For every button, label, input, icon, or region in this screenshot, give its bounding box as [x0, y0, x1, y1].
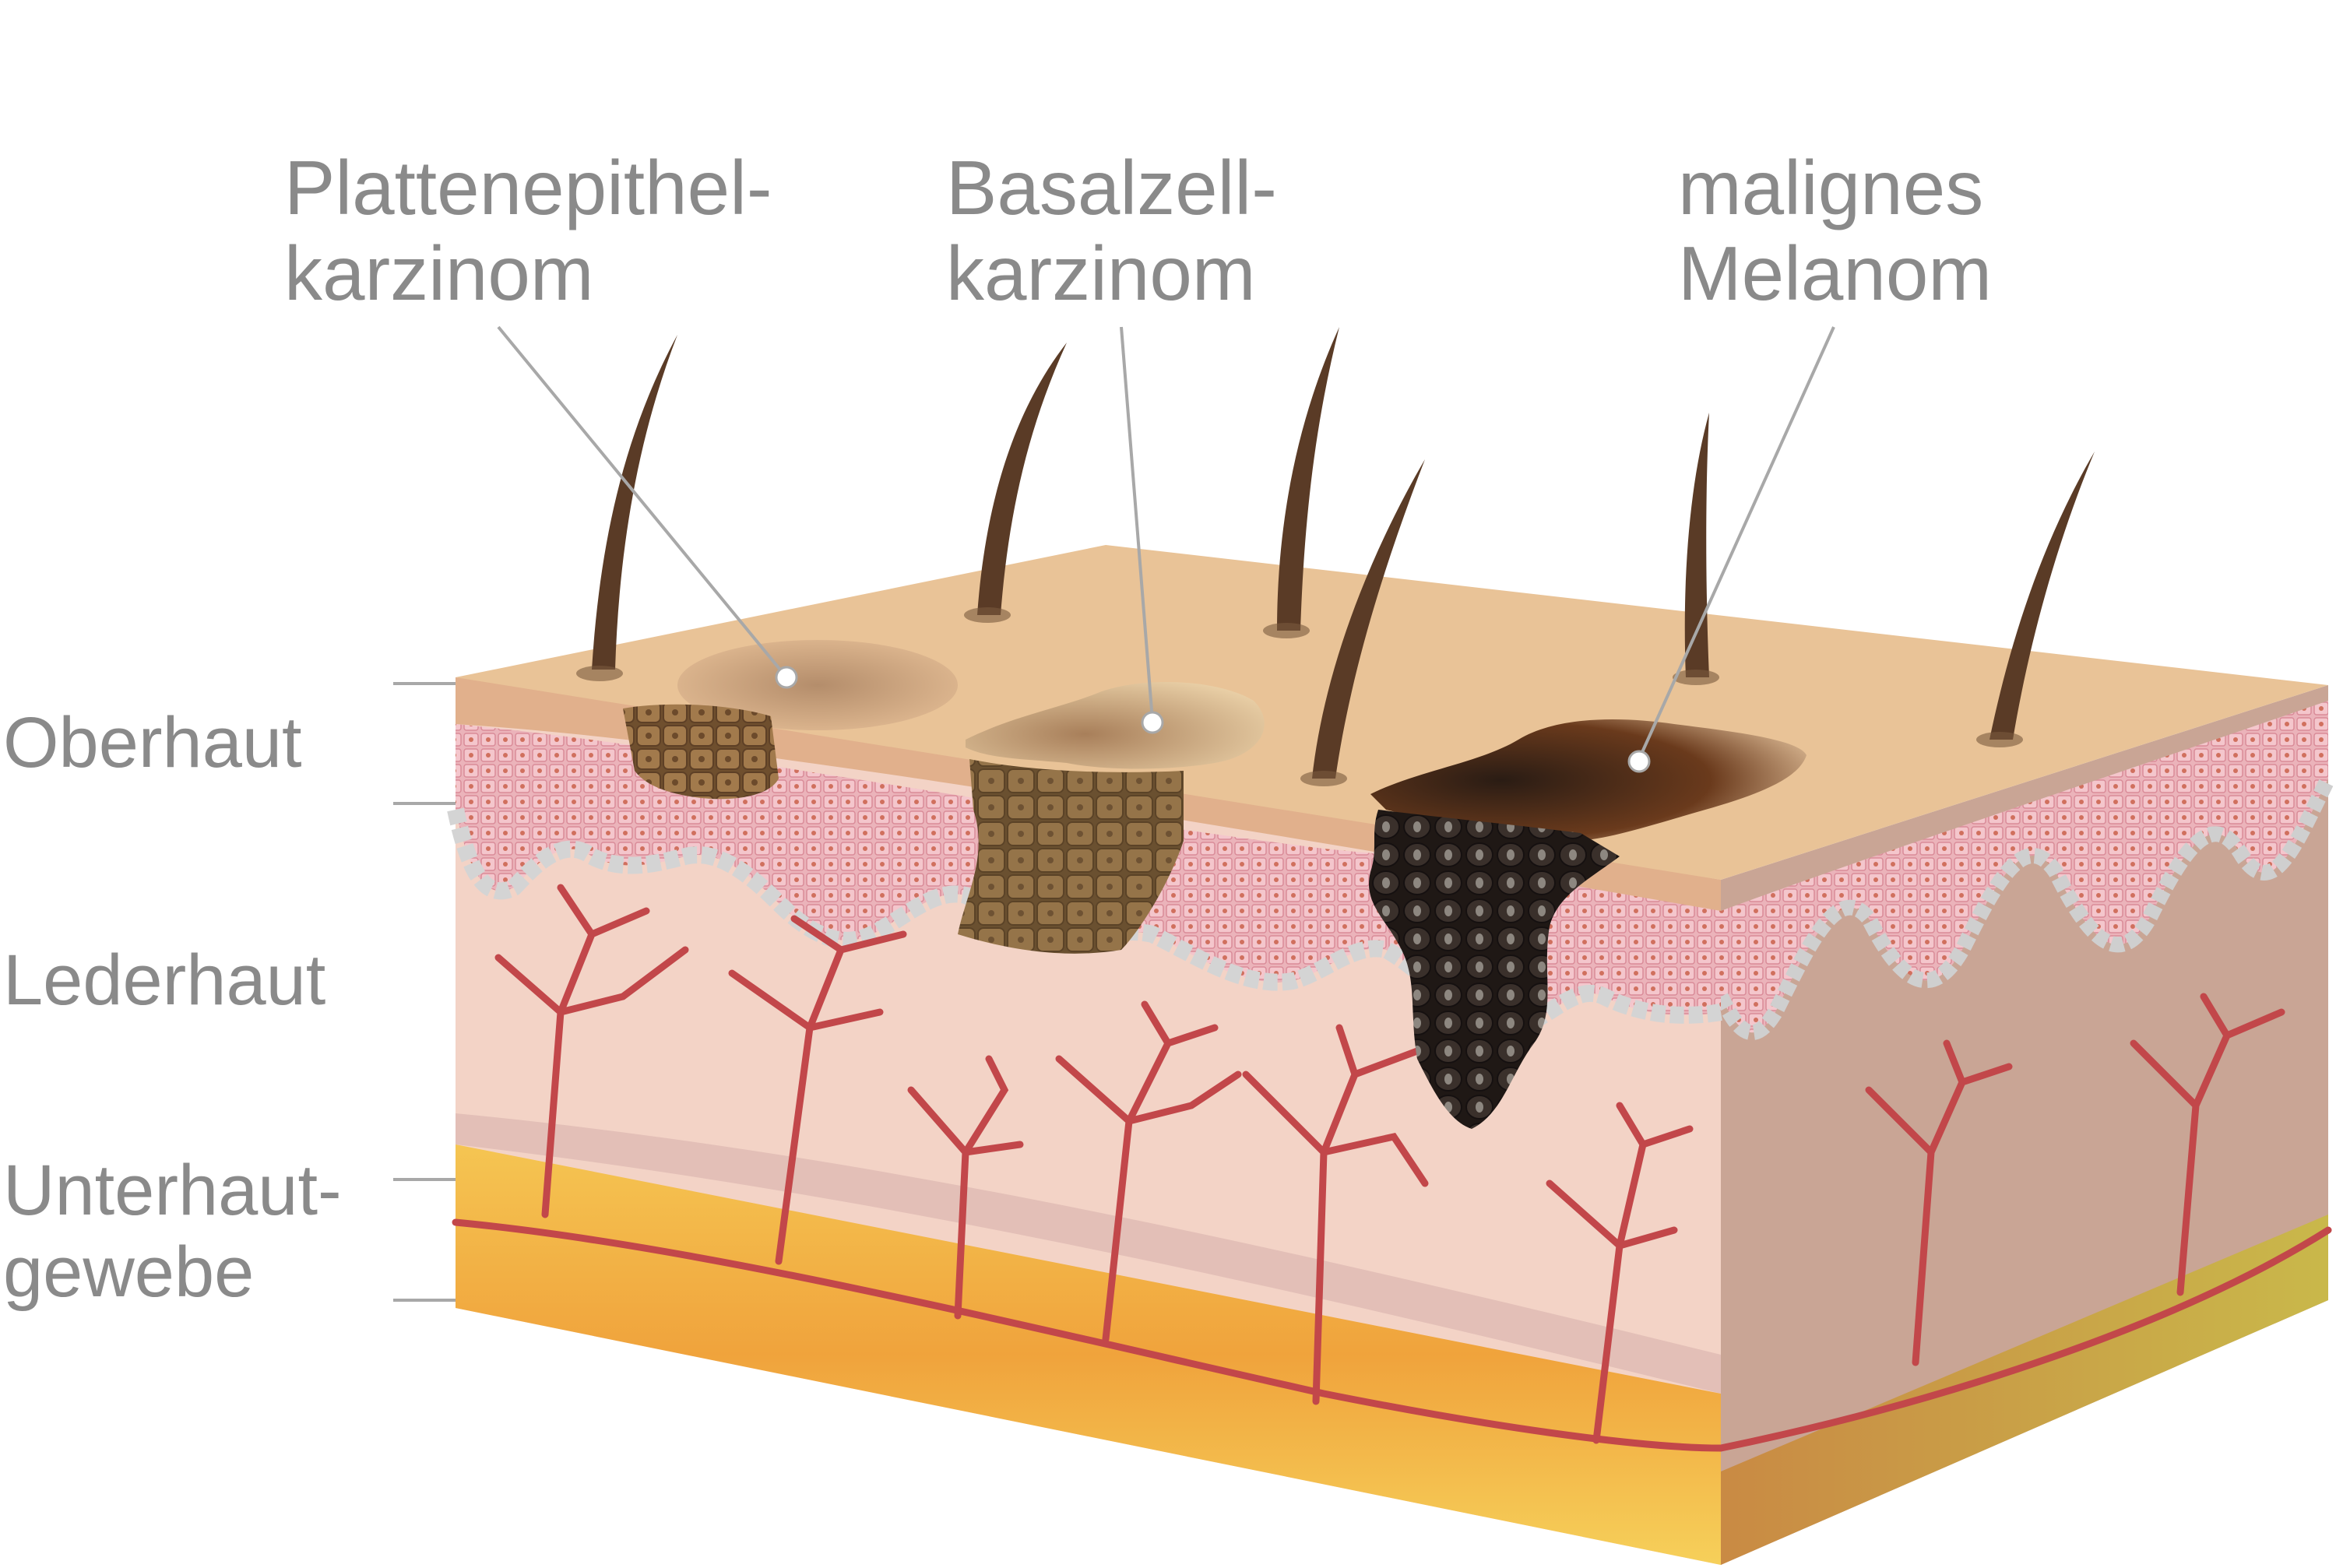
leader-dot-melanoma [1627, 750, 1651, 773]
label-basal-cell-carcinoma: Basalzell- karzinom [946, 145, 1298, 316]
leader-melanoma [1638, 326, 1835, 760]
label-squamous-cell-carcinoma: Plattenepithel- karzinom [284, 145, 793, 316]
basal-cell-carcinoma [958, 682, 1265, 954]
malignant-melanoma [1369, 719, 1807, 1129]
label-dermis: Lederhaut [3, 940, 325, 1020]
hairs [576, 327, 2095, 786]
label-epidermis: Oberhaut [3, 703, 302, 782]
label-subcutis: Unterhaut- gewebe [3, 1151, 361, 1312]
leader-dot-squamous [775, 666, 798, 689]
leader-dot-basal [1141, 711, 1164, 734]
skin-surface-top-face [456, 545, 2328, 880]
skin-block-side-face [1714, 685, 2335, 1565]
blood-vessels [452, 884, 2332, 1452]
squamous-cell-carcinoma [623, 640, 958, 800]
label-leader-lines [497, 325, 1835, 760]
label-malignant-melanoma: malignes Melanom [1678, 145, 2004, 316]
leader-endpoints [775, 666, 1651, 773]
layer-boundary-ticks [393, 682, 456, 1302]
leader-squamous [497, 325, 788, 679]
leader-basal [1120, 326, 1154, 721]
